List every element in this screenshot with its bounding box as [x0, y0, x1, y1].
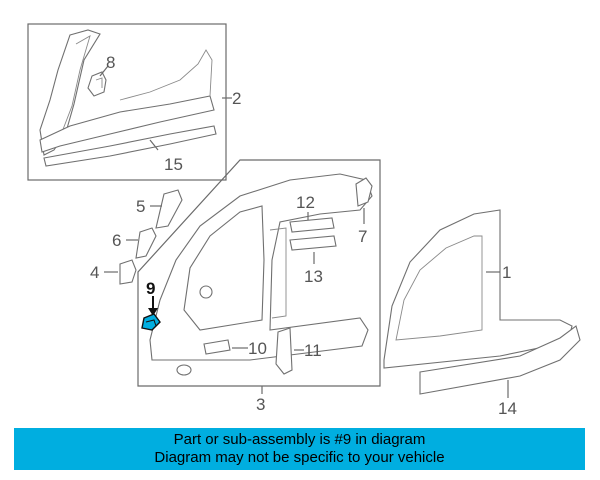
callout-6: 6	[112, 231, 121, 250]
callout-5: 5	[136, 197, 145, 216]
callout-15: 15	[164, 155, 183, 174]
callout-14: 14	[498, 399, 517, 418]
inset-box-upper	[27, 23, 232, 181]
info-banner: Part or sub-assembly is #9 in diagram Di…	[14, 428, 585, 470]
banner-line-1: Part or sub-assembly is #9 in diagram	[173, 431, 426, 448]
callout-12: 12	[296, 193, 315, 212]
callout-9: 9	[146, 279, 155, 298]
callout-4: 4	[90, 263, 99, 282]
callout-11: 11	[304, 341, 322, 360]
banner-line-2: Diagram may not be specific to your vehi…	[154, 449, 445, 466]
callout-1: 1	[502, 263, 511, 282]
callout-2: 2	[232, 89, 241, 108]
callout-7: 7	[358, 227, 367, 246]
callout-10: 10	[248, 339, 267, 358]
callout-3: 3	[256, 395, 265, 414]
part-9-highlight	[141, 296, 161, 331]
small-parts-left	[104, 189, 183, 285]
assembly-box-center	[137, 159, 381, 394]
callout-8: 8	[106, 53, 115, 72]
outer-panel-right	[383, 209, 581, 398]
callout-13: 13	[304, 267, 323, 286]
